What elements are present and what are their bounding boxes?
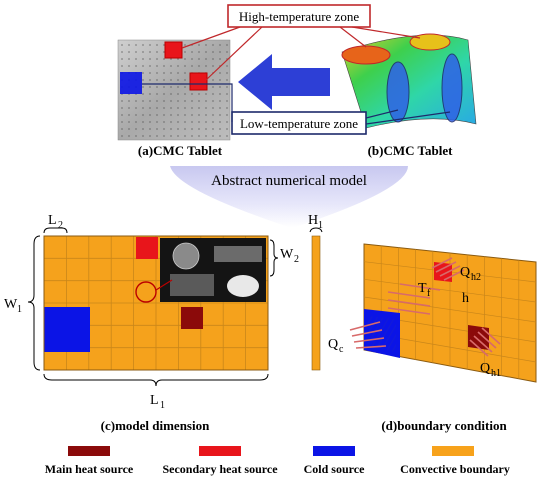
plate-grid-line: [363, 278, 537, 303]
svg-text:1: 1: [17, 304, 22, 315]
bc-Qh1-label: Q: [480, 361, 490, 376]
low-temp-zone-label: Low-temperature zone: [240, 116, 358, 131]
legend: Main heat source Secondary heat source C…: [45, 446, 510, 476]
grid-main-source: [181, 307, 203, 329]
dim-H1-label: H: [308, 213, 318, 228]
bc-h-label: h: [462, 291, 469, 306]
svg-text:2: 2: [58, 220, 63, 231]
grid-cold-source: [44, 307, 90, 352]
transform-arrow: [238, 54, 330, 110]
svg-text:h1: h1: [491, 368, 501, 379]
photo-cold-spot: [120, 72, 142, 94]
svg-text:1: 1: [318, 220, 323, 231]
photo-hot-spot-top: [164, 41, 183, 59]
model-grid: [43, 235, 269, 371]
dim-W2-label: W: [280, 247, 294, 262]
bc-Qh2-label: Q: [460, 265, 470, 280]
thickness-strip: [311, 235, 321, 371]
boundary-plate: [363, 243, 537, 383]
photo-hot-spot-right: [189, 72, 208, 91]
svg-text:1: 1: [160, 400, 165, 411]
dim-W1-label: W: [4, 297, 18, 312]
legend-swatch-main: [68, 446, 110, 456]
svg-text:h2: h2: [471, 272, 481, 283]
legend-swatch-cold: [313, 446, 355, 456]
legend-swatch-convective: [432, 446, 474, 456]
legend-label-secondary: Secondary heat source: [162, 462, 278, 476]
legend-swatch-secondary: [199, 446, 241, 456]
caption-a: (a)CMC Tablet: [138, 143, 223, 158]
specimen-inset: [135, 238, 266, 303]
bc-Tf-label: T: [418, 281, 427, 296]
legend-label-main: Main heat source: [45, 462, 134, 476]
low-temp-zone-box: [231, 111, 367, 135]
caption-d: (d)boundary condition: [381, 418, 507, 433]
svg-text:2: 2: [294, 254, 299, 265]
dim-L2-label: L: [48, 213, 57, 228]
heat-flux-arrows: [349, 257, 501, 357]
legend-label-cold: Cold source: [304, 462, 365, 476]
legend-label-convective: Convective boundary: [400, 462, 510, 476]
grid-secondary-source: [136, 237, 158, 259]
abstract-model-label: Abstract numerical model: [211, 173, 367, 189]
cmc-tablet-photo: [117, 39, 231, 141]
caption-b: (b)CMC Tablet: [368, 143, 454, 158]
bc-Qc-label: Q: [328, 337, 338, 352]
svg-text:f: f: [427, 288, 431, 299]
high-temp-zone-label: High-temperature zone: [239, 9, 359, 24]
caption-c: (c)model dimension: [101, 418, 210, 433]
svg-text:c: c: [339, 344, 344, 355]
high-temp-zone-box: [227, 4, 371, 28]
dim-L1-label: L: [150, 393, 159, 408]
abstract-model-banner: [170, 166, 408, 228]
